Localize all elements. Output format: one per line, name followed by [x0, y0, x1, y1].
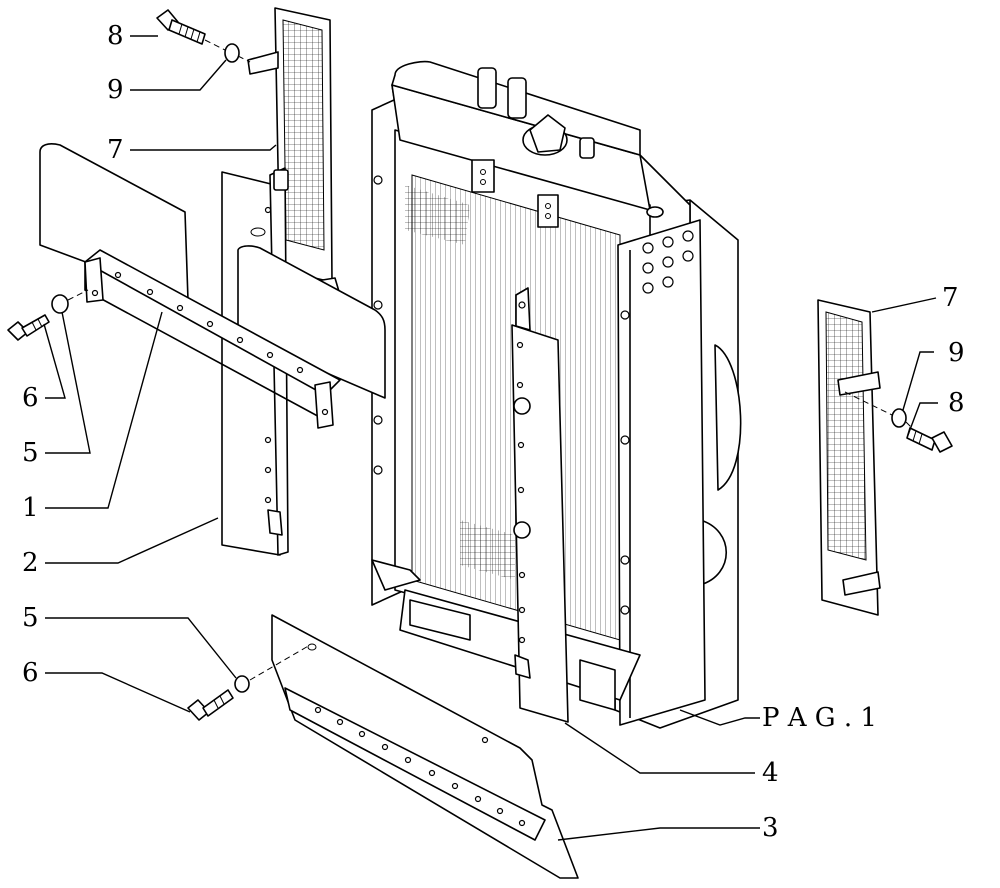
callout-7-upper: 7	[107, 135, 124, 165]
callout-1: 1	[22, 493, 39, 523]
washer-5-left	[51, 294, 69, 314]
bolt-8-right	[906, 427, 953, 453]
callout-7-right: 7	[942, 283, 959, 313]
page-reference: P A G . 1	[762, 703, 877, 733]
callout-6-left: 6	[22, 383, 39, 413]
callout-6-lower: 6	[22, 658, 39, 688]
bolt-8-upper	[156, 9, 206, 45]
callout-5-lower: 5	[22, 603, 39, 633]
callout-8-upper: 8	[107, 21, 124, 51]
part-4-side-strip	[511, 287, 569, 723]
callout-3: 3	[762, 813, 779, 843]
callout-5-left: 5	[22, 438, 39, 468]
bolt-6-lower	[187, 689, 234, 721]
bolt-6-left	[7, 314, 50, 341]
part-3-bottom-strip	[271, 614, 579, 879]
callout-2: 2	[22, 548, 39, 578]
washer-9-upper	[224, 43, 240, 63]
leader-lines	[43, 35, 938, 841]
callout-4: 4	[762, 758, 779, 788]
callout-8-right: 8	[948, 388, 965, 418]
washer-5-lower	[234, 675, 250, 693]
part-1-seal-bar	[39, 143, 386, 429]
callout-9-right: 9	[948, 338, 965, 368]
washer-9-right	[891, 408, 907, 428]
callout-9-upper: 9	[107, 75, 124, 105]
part-7-screen-right	[817, 299, 881, 616]
